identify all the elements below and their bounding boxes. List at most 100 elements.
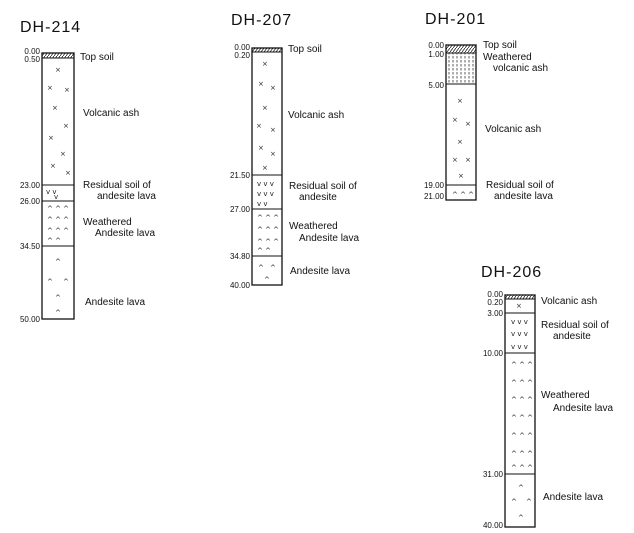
layer-label: Top soil (483, 40, 517, 51)
layer-label: Weathered (83, 217, 132, 228)
svg-text:×: × (50, 162, 56, 170)
top-soil-hatch (505, 295, 535, 299)
layer-label: Andesite lava (299, 233, 359, 244)
depth-label: 1.00 (428, 50, 444, 59)
depth-label: 26.00 (20, 197, 41, 206)
svg-text:^ ^ ^: ^ ^ ^ (257, 226, 279, 234)
svg-text:^: ^ (526, 498, 532, 506)
svg-text:^: ^ (63, 278, 69, 286)
svg-text:×: × (258, 80, 264, 88)
depth-label: 50.00 (20, 315, 41, 324)
depth-label: 3.00 (487, 309, 503, 318)
svg-text:^: ^ (518, 514, 524, 522)
svg-text:×: × (262, 164, 268, 172)
svg-text:×: × (52, 104, 58, 112)
layer-label: Volcanic ash (288, 110, 344, 121)
weathered-andesite-pattern: ^ ^ ^^ ^ ^^ ^ ^ ^ ^ ^^ ^ ^^ ^ ^^ ^ ^ (511, 361, 533, 472)
depth-label: 34.80 (230, 252, 251, 261)
borehole-dh-206: DH-206 0.00 0.20 3.00 10.00 31.00 40.00 … (481, 264, 613, 530)
svg-text:^ ^ ^: ^ ^ ^ (47, 227, 69, 235)
svg-text:×: × (65, 169, 71, 177)
depth-label: 10.00 (483, 349, 504, 358)
svg-text:^: ^ (518, 484, 524, 492)
borehole-dh-214: DH-214 0.00 0.50 23.00 26.00 34.50 50.00… (20, 19, 156, 324)
borehole-title: DH-214 (20, 19, 81, 36)
borehole-title: DH-201 (425, 11, 486, 28)
svg-text:×: × (270, 150, 276, 158)
andesite-pattern: ^^^^ (511, 484, 532, 522)
volcanic-ash-pattern: ××× ××× ××× (47, 66, 71, 177)
svg-text:×: × (457, 97, 463, 105)
svg-text:×: × (262, 104, 268, 112)
volcanic-ash-pattern: ××× ×××× (452, 97, 471, 180)
depth-label: 40.00 (483, 521, 504, 530)
layer-label: Weathered (289, 221, 338, 232)
svg-text:^: ^ (264, 276, 270, 284)
depth-label: 40.00 (230, 281, 251, 290)
residual-soil-pattern: v v v v v v v v v (511, 318, 528, 351)
depth-label: 0.20 (487, 298, 503, 307)
svg-text:×: × (465, 156, 471, 164)
layer-label: Andesite lava (553, 403, 613, 414)
svg-text:v v v: v v v (511, 318, 528, 326)
weathered-ash-hatch (446, 53, 476, 83)
svg-text:^ ^ ^: ^ ^ ^ (511, 432, 533, 440)
borehole-dh-201: DH-201 0.00 1.00 5.00 19.00 21.00 Top so… (424, 11, 554, 202)
layer-label: Andesite lava (290, 266, 350, 277)
layer-label: Weathered (483, 52, 532, 63)
svg-text:×: × (64, 86, 70, 94)
svg-text:v v v: v v v (257, 190, 274, 198)
depth-label: 34.50 (20, 242, 41, 251)
svg-text:×: × (270, 84, 276, 92)
svg-text:^: ^ (55, 309, 61, 317)
svg-text:v v: v v (257, 200, 268, 208)
volcanic-ash-pattern: × (516, 302, 522, 310)
svg-text:^ ^: ^ ^ (257, 247, 271, 255)
weathered-andesite-pattern: ^ ^ ^^ ^ ^^ ^ ^^ ^ (47, 205, 69, 245)
andesite-pattern: ^^^^^ (47, 258, 69, 317)
borehole-title: DH-207 (231, 12, 292, 29)
layer-label: Residual soil of (486, 180, 554, 191)
depth-label: 23.00 (20, 181, 41, 190)
volcanic-ash-pattern: ××× ××× ××× (256, 60, 276, 172)
top-soil-hatch (42, 53, 74, 58)
svg-text:^ ^ ^: ^ ^ ^ (511, 464, 533, 472)
depth-label: 31.00 (483, 470, 504, 479)
residual-soil-pattern: ^ ^ ^ (452, 191, 474, 199)
layer-label: Weathered (541, 390, 590, 401)
depth-label: 21.50 (230, 171, 251, 180)
svg-text:×: × (452, 156, 458, 164)
svg-text:×: × (458, 172, 464, 180)
svg-text:^ ^ ^: ^ ^ ^ (257, 238, 279, 246)
depth-label: 19.00 (424, 181, 445, 190)
svg-text:v v v: v v v (257, 180, 274, 188)
svg-text:v v v: v v v (511, 343, 528, 351)
svg-text:^: ^ (47, 278, 53, 286)
residual-soil-pattern: v vv (46, 188, 58, 201)
svg-text:×: × (262, 60, 268, 68)
weathered-andesite-pattern: ^ ^ ^^ ^ ^^ ^ ^^ ^ (257, 214, 279, 255)
svg-text:^ ^ ^: ^ ^ ^ (511, 379, 533, 387)
svg-text:×: × (60, 150, 66, 158)
svg-text:×: × (258, 144, 264, 152)
svg-text:v v v: v v v (511, 330, 528, 338)
layer-label: Volcanic ash (485, 124, 541, 135)
layer-label: Andesite lava (543, 492, 603, 503)
svg-text:^: ^ (55, 258, 61, 266)
svg-text:^ ^ ^: ^ ^ ^ (511, 361, 533, 369)
borehole-dh-207: DH-207 0.00 0.20 21.50 27.00 34.80 40.00… (230, 12, 360, 290)
svg-text:^ ^ ^: ^ ^ ^ (47, 205, 69, 213)
depth-label: 0.20 (234, 51, 250, 60)
svg-text:^ ^ ^: ^ ^ ^ (511, 414, 533, 422)
svg-text:×: × (457, 138, 463, 146)
layer-label: andesite (299, 192, 337, 203)
andesite-pattern: ^^^ (258, 264, 276, 284)
svg-text:^: ^ (511, 498, 517, 506)
residual-soil-pattern: v v v v v v v v (257, 180, 274, 208)
svg-text:×: × (465, 120, 471, 128)
layer-label: volcanic ash (493, 63, 548, 74)
svg-text:^ ^ ^: ^ ^ ^ (452, 191, 474, 199)
svg-text:^: ^ (55, 294, 61, 302)
layer-label: Residual soil of (289, 181, 357, 192)
